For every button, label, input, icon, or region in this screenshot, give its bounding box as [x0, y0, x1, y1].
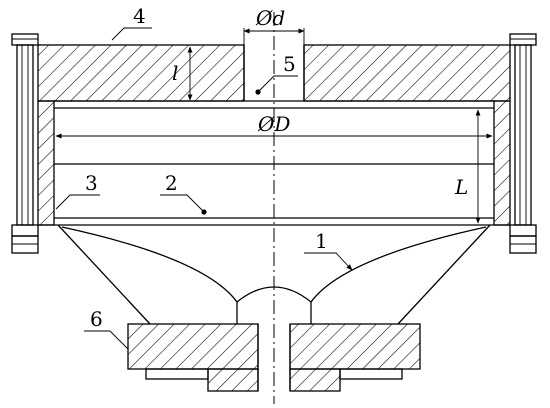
- right-bolt: [509, 33, 537, 254]
- dim-large-diameter: ØD: [55, 112, 493, 139]
- dim-large-diameter-label: ØD: [257, 112, 290, 136]
- dim-small-diameter-label: Ød: [255, 6, 285, 30]
- base-block: [127, 323, 421, 392]
- part-1-label: 1: [315, 229, 328, 253]
- center-hole: [243, 45, 305, 101]
- part-5-label: 5: [283, 52, 296, 76]
- label-6: 6: [84, 307, 129, 350]
- left-wall: [37, 100, 55, 226]
- funnel: [57, 224, 491, 325]
- dim-large-length-label: L: [454, 175, 468, 199]
- dim-small-diameter: Ød: [243, 6, 305, 45]
- right-wall: [493, 100, 511, 226]
- part-6-label: 6: [90, 307, 103, 331]
- label-2: 2: [160, 171, 207, 215]
- label-5: 5: [255, 52, 298, 95]
- dim-small-length: l: [172, 46, 193, 101]
- label-3: 3: [55, 171, 100, 210]
- part-2-label: 2: [165, 171, 178, 195]
- left-bolt: [11, 33, 39, 254]
- part-4-label: 4: [133, 4, 146, 28]
- label-4: 4: [111, 4, 152, 41]
- dim-small-length-label: l: [172, 61, 178, 85]
- dim-large-length: L: [454, 109, 481, 224]
- label-1: 1: [304, 229, 353, 271]
- top-plate: [37, 44, 511, 102]
- part-3-label: 3: [85, 171, 98, 195]
